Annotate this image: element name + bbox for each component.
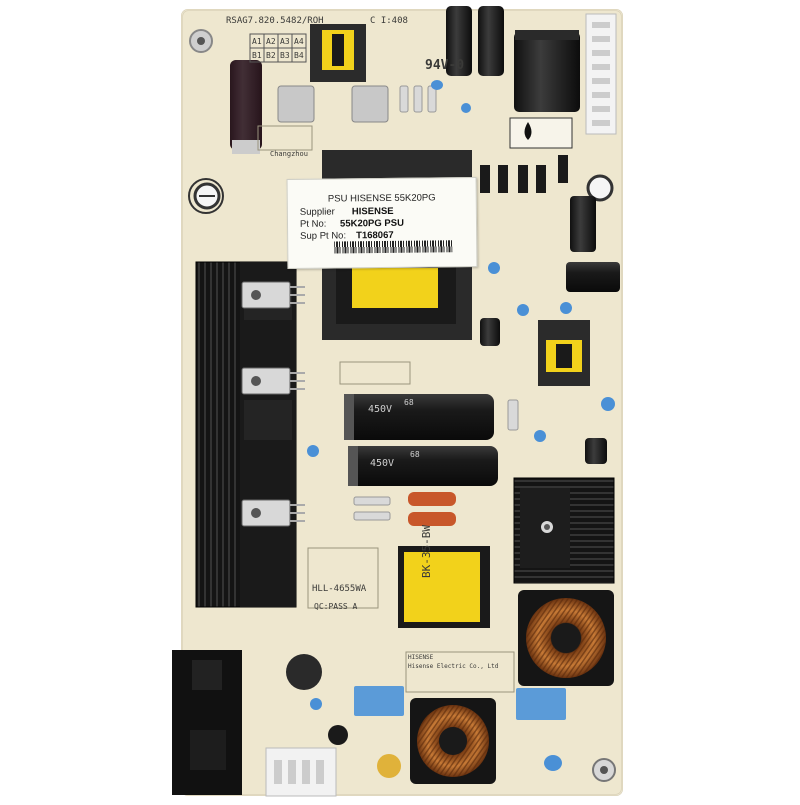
label-pt-no-row: Pt No: 55K20PG PSU (300, 218, 404, 230)
cap-value-1: 68 (404, 398, 414, 407)
grid-a4: A4 (294, 37, 304, 46)
product-label: PSU HISENSE 55K20PG Supplier HISENSE Pt N… (286, 177, 478, 269)
mounting-hole-icon (592, 758, 616, 782)
board-maker: HISENSE (408, 654, 434, 661)
warning-drop-icon (509, 117, 573, 149)
label-sup-pt-no-value: T168067 (356, 229, 394, 242)
grid-b4: B4 (294, 51, 304, 60)
bulk-capacitor-1 (344, 394, 494, 440)
label-sup-pt-no-key: Sup Pt No: (300, 230, 347, 242)
grid-b2: B2 (266, 51, 276, 60)
grid-a2: A2 (266, 37, 276, 46)
grid-b3: B3 (280, 51, 290, 60)
label-supplier-key: Supplier (299, 206, 335, 218)
cap-value-2: 68 (410, 450, 420, 459)
label-supplier-row: Supplier HISENSE (300, 206, 394, 218)
board-city: Changzhou (270, 150, 308, 158)
board-qc: QC:PASS A (314, 602, 358, 611)
ground-symbol-icon (188, 178, 224, 214)
label-barcode (334, 240, 453, 254)
grid-a1: A1 (252, 37, 262, 46)
mounting-hole-icon (193, 182, 221, 210)
label-supplier-value: HISENSE (351, 205, 394, 218)
grid-a3: A3 (280, 37, 290, 46)
common-mode-choke-right (518, 590, 614, 686)
common-mode-choke-bottom (410, 698, 496, 784)
board-flammability: 94V-0 (425, 58, 465, 73)
board-date-code: C I:408 (370, 16, 408, 26)
label-pt-no-key: Pt No: (299, 218, 327, 230)
mounting-hole-icon (189, 29, 213, 53)
board-maker-full: Hisense Electric Co., Ltd (408, 663, 499, 670)
label-title: PSU HISENSE 55K20PG (327, 192, 436, 205)
board-part-code: RSAG7.820.5482/ROH (226, 16, 324, 26)
cap-rating-2: 450V (370, 458, 395, 469)
cap-rating-1: 450V (368, 404, 393, 415)
bulk-capacitor-2 (348, 446, 498, 486)
mounting-hole-icon (586, 174, 614, 202)
label-pt-no-value: 55K20PG PSU (339, 217, 404, 230)
transformer-marking: BK-35-BW (420, 525, 433, 578)
board-model: HLL-4655WA (312, 584, 367, 594)
grid-b1: B1 (252, 51, 262, 60)
